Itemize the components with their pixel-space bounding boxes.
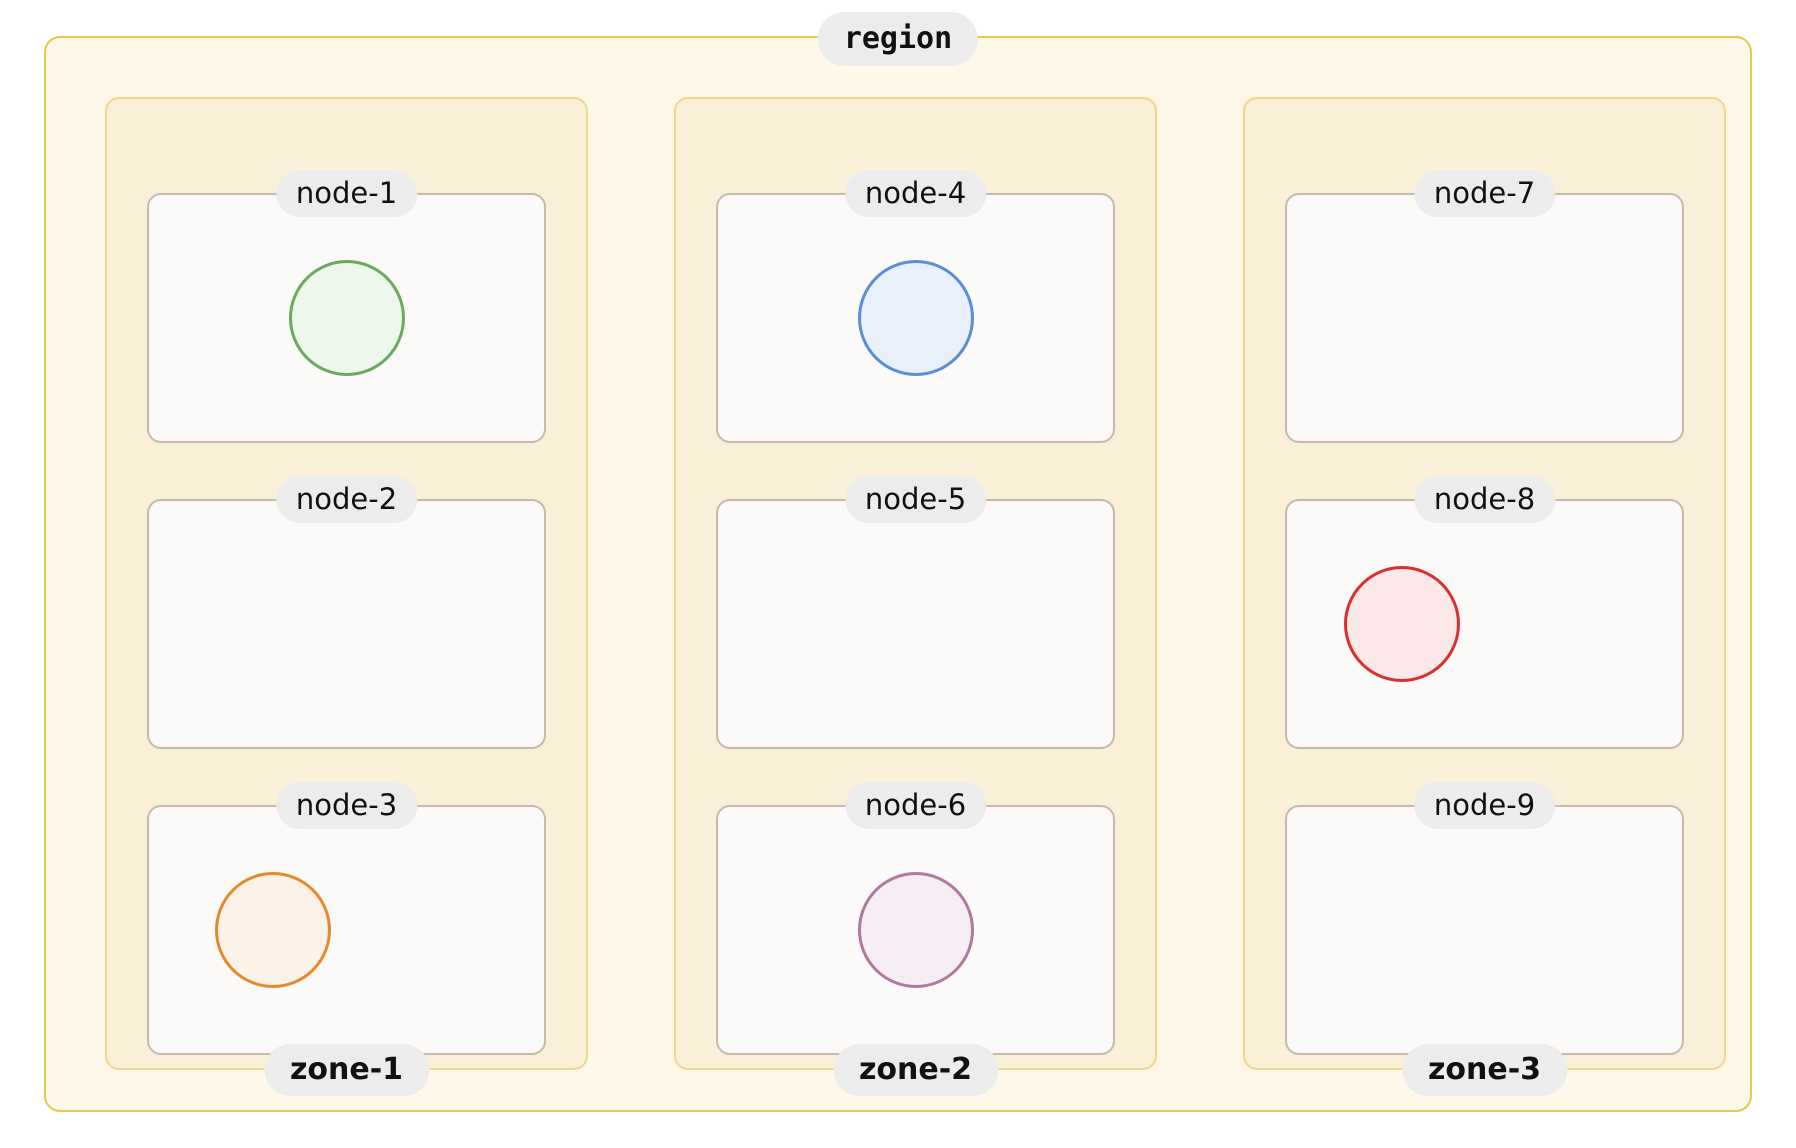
node-shape-circle-8 — [1344, 566, 1460, 682]
node-box-6[interactable]: node-6 — [716, 782, 1115, 1055]
node-label-9: node-9 — [1413, 782, 1556, 829]
node-label-7: node-7 — [1413, 170, 1556, 217]
node-label-6: node-6 — [844, 782, 987, 829]
node-box-2[interactable]: node-2 — [147, 476, 546, 749]
node-box-7[interactable]: node-7 — [1285, 170, 1684, 443]
node-box-8[interactable]: node-8 — [1285, 476, 1684, 749]
node-label-8: node-8 — [1413, 476, 1556, 523]
node-shape-circle-4 — [857, 260, 974, 376]
node-shape-circle-1 — [288, 260, 405, 376]
node-box-9[interactable]: node-9 — [1285, 782, 1684, 1055]
region-label: region — [817, 12, 979, 66]
node-label-5: node-5 — [844, 476, 987, 523]
node-box-3[interactable]: node-3 — [147, 782, 546, 1055]
node-label-3: node-3 — [275, 782, 418, 829]
zone-container-2[interactable]: node-4 node-5 node-6 zone-2 — [674, 97, 1157, 1096]
node-box-5[interactable]: node-5 — [716, 476, 1115, 749]
zone-label-1: zone-1 — [263, 1044, 430, 1096]
node-shape-circle-3 — [215, 872, 331, 988]
node-box-1[interactable]: node-1 — [147, 170, 546, 443]
node-label-2: node-2 — [275, 476, 418, 523]
node-box-4[interactable]: node-4 — [716, 170, 1115, 443]
zone-container-1[interactable]: node-1 node-2 node-3 zone-1 — [105, 97, 588, 1096]
node-label-1: node-1 — [275, 170, 418, 217]
zone-label-2: zone-2 — [832, 1044, 999, 1096]
zone-container-3[interactable]: node-7 node-8 node-9 zone-3 — [1243, 97, 1726, 1096]
zone-label-3: zone-3 — [1401, 1044, 1568, 1096]
node-label-4: node-4 — [844, 170, 987, 217]
region-container[interactable]: region node-1 node-2 node-3 zone-1 node-… — [44, 12, 1752, 1112]
node-shape-circle-6 — [857, 872, 974, 988]
